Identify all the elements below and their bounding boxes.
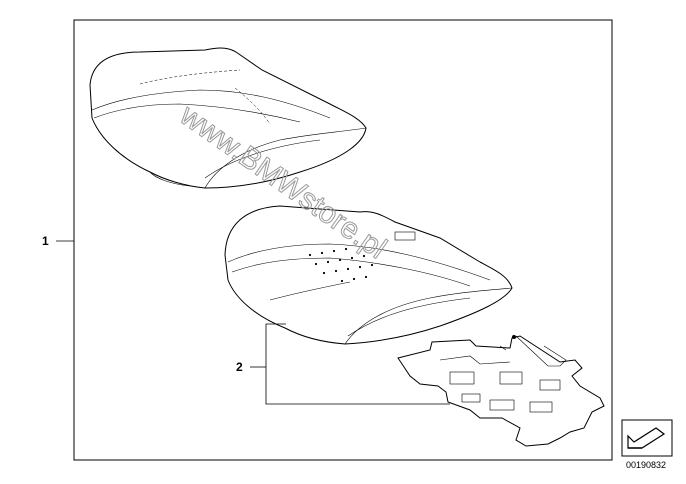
callout-1: 1 bbox=[42, 234, 74, 248]
callout-label-1: 1 bbox=[42, 234, 49, 248]
seat-cushion-lower bbox=[224, 205, 513, 345]
arrow-box-icon bbox=[621, 419, 673, 457]
seat-cushion-complete bbox=[89, 47, 367, 189]
perforation-pattern bbox=[308, 247, 374, 283]
heating-element-mat bbox=[397, 335, 605, 447]
callout-label-2: 2 bbox=[236, 360, 243, 374]
diagram-frame bbox=[73, 19, 613, 461]
callout-2: 2 bbox=[236, 323, 450, 405]
reference-number: 00190832 bbox=[626, 460, 666, 470]
